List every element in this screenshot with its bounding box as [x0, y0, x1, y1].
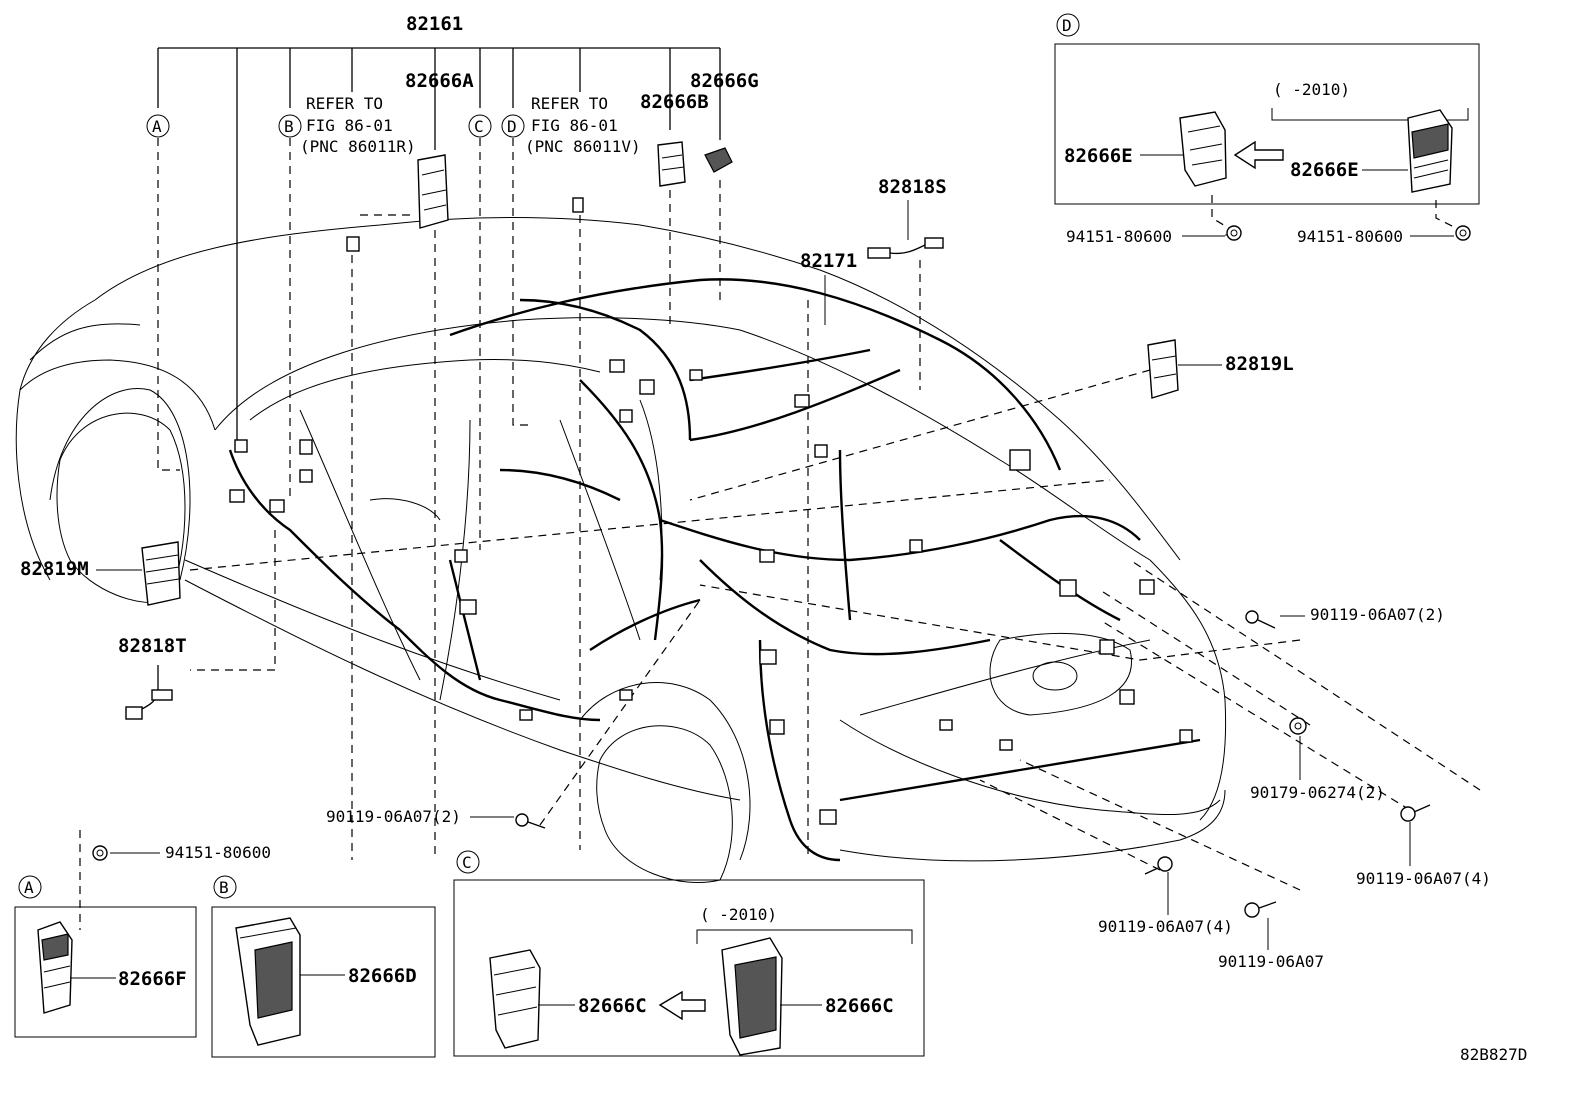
label-82666C-right: 82666C — [825, 995, 894, 1017]
label-94151-80600-a: 94151-80600 — [165, 843, 271, 862]
bolt-right-90119-4 — [1400, 804, 1431, 822]
inset-a: A 82666F — [14, 875, 197, 1038]
year-note-c: ( -2010) — [700, 905, 777, 924]
svg-text:B: B — [284, 117, 294, 136]
bracket-82161 — [157, 47, 721, 440]
leader-lines — [79, 138, 1481, 930]
label-82161: 82161 — [406, 13, 463, 35]
callout-b-top: B — [278, 114, 302, 138]
connector-86011V — [572, 197, 584, 213]
svg-text:REFER TO: REFER TO — [306, 94, 383, 113]
svg-text:REFER TO: REFER TO — [531, 94, 608, 113]
wire-harness — [228, 278, 1201, 862]
nut-94151-a — [92, 845, 108, 861]
left-arrow-icon — [1233, 140, 1284, 170]
svg-text:A: A — [24, 878, 34, 897]
inset-c: C ( -2010) 82666C 82666C — [453, 850, 925, 1057]
svg-text:A: A — [152, 117, 162, 136]
svg-text:D: D — [507, 117, 517, 136]
label-90119-06A07-4-right: 90119-06A07(4) — [1356, 869, 1491, 888]
refer-note-86011V: REFER TO FIG 86-01 (PNC 86011V) — [525, 94, 641, 156]
label-82819L: 82819L — [1225, 353, 1294, 375]
label-90119-06A07-2-right: 90119-06A07(2) — [1310, 605, 1445, 624]
bolt-right-90119-2 — [1245, 610, 1276, 629]
svg-text:(PNC 86011R): (PNC 86011R) — [300, 137, 416, 156]
label-82666F: 82666F — [118, 968, 187, 990]
svg-text:C: C — [474, 117, 484, 136]
label-90179-06274: 90179-06274(2) — [1250, 783, 1385, 802]
label-82666G: 82666G — [690, 70, 759, 92]
svg-text:D: D — [1062, 16, 1072, 35]
part-82818T-wire — [125, 665, 173, 720]
connector-86011R — [346, 236, 360, 252]
label-82666D: 82666D — [348, 965, 417, 987]
svg-text:C: C — [462, 853, 472, 872]
label-82666A: 82666A — [405, 70, 474, 92]
part-82666G-clip — [704, 147, 733, 173]
bolt-center-90119-4 — [1144, 856, 1173, 875]
nut-90179 — [1289, 717, 1307, 735]
part-82818S-wire — [867, 237, 944, 259]
label-82171: 82171 — [800, 250, 857, 272]
svg-text:B: B — [219, 878, 229, 897]
inset-b: B 82666D — [211, 875, 436, 1058]
callout-d-top: D — [501, 114, 525, 138]
left-arrow-icon — [658, 990, 706, 1021]
label-82818S: 82818S — [878, 176, 947, 198]
svg-text:(PNC 86011V): (PNC 86011V) — [525, 137, 641, 156]
bolt-left-90119 — [515, 813, 546, 829]
part-82819M-block — [141, 541, 181, 606]
label-82818T: 82818T — [118, 635, 187, 657]
svg-text:FIG 86-01: FIG 86-01 — [306, 116, 393, 135]
svg-text:FIG 86-01: FIG 86-01 — [531, 116, 618, 135]
label-82666C-left: 82666C — [578, 995, 647, 1017]
label-82666B: 82666B — [640, 91, 709, 113]
label-90119-06A07-center: 90119-06A07 — [1218, 952, 1324, 971]
label-90119-06A07-4-center: 90119-06A07(4) — [1098, 917, 1233, 936]
car-body — [15, 217, 1227, 884]
part-82666A-block — [417, 154, 449, 229]
harness-connectors — [229, 359, 1193, 825]
label-90119-06A07-2-left: 90119-06A07(2) — [326, 807, 461, 826]
bolt-center-90119 — [1244, 901, 1277, 918]
part-82666B-block — [657, 141, 686, 187]
label-82666E-right: 82666E — [1290, 159, 1359, 181]
label-94151-80600-d1: 94151-80600 — [1066, 227, 1172, 246]
label-82819M: 82819M — [20, 558, 89, 580]
refer-note-86011R: REFER TO FIG 86-01 (PNC 86011R) — [300, 94, 416, 156]
callout-a-top: A — [146, 114, 170, 138]
label-leaders — [96, 200, 1232, 571]
callout-c-top: C — [468, 114, 492, 138]
inset-d: D ( -2010) 82666E 82666E 94151-80600 941… — [1054, 13, 1480, 246]
diagram-id: 82B827D — [1460, 1045, 1527, 1064]
year-note-d: ( -2010) — [1273, 80, 1350, 99]
label-94151-80600-d2: 94151-80600 — [1297, 227, 1403, 246]
part-82819L-block — [1147, 339, 1179, 399]
label-82666E-left: 82666E — [1064, 145, 1133, 167]
